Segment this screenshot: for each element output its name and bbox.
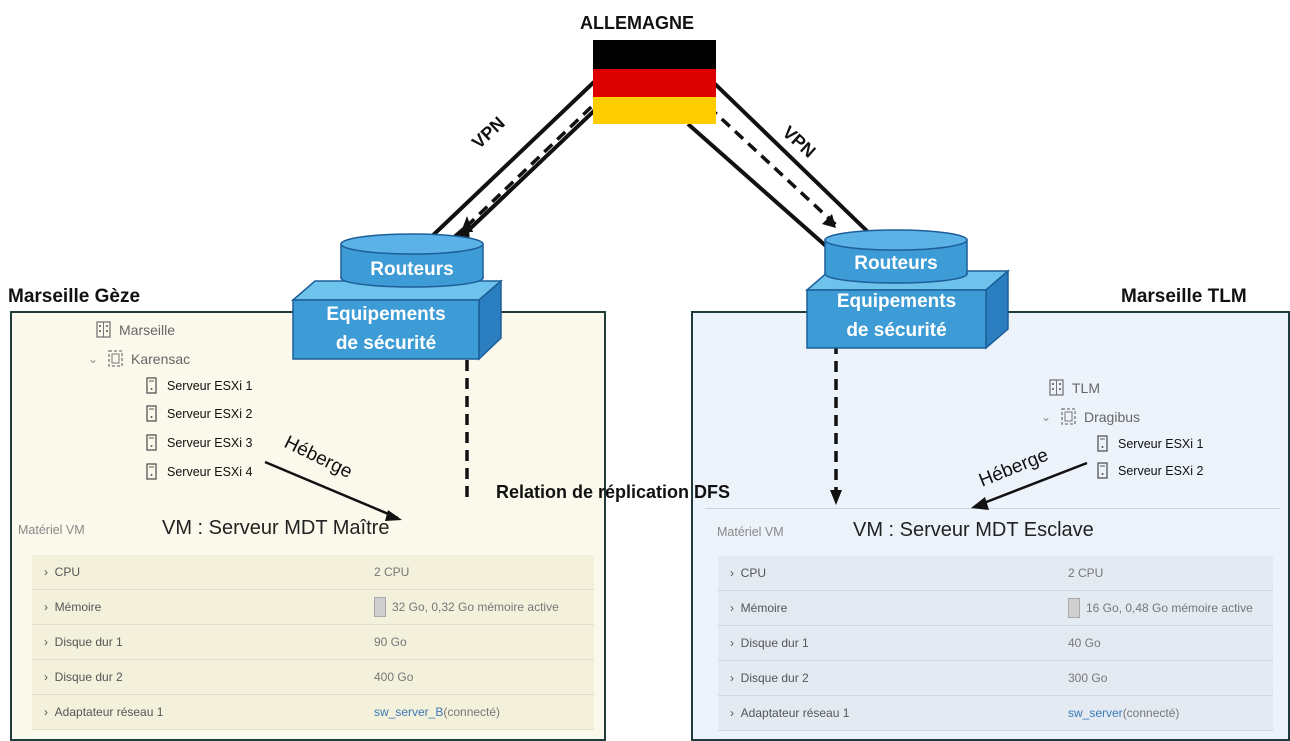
- right-site-title: Marseille TLM: [1121, 286, 1247, 307]
- tree-server-item[interactable]: Serveur ESXi 3: [144, 434, 252, 451]
- chevron-down-icon[interactable]: ⌄: [1041, 409, 1052, 424]
- vm-header-right: Matériel VM VM : Serveur MDT Esclave: [717, 519, 1094, 541]
- server-icon: [146, 434, 157, 451]
- hw-row-key: › Disque dur 1: [730, 636, 809, 650]
- hw-row-key: › Mémoire: [44, 600, 102, 614]
- tree-server-item[interactable]: Serveur ESXi 4: [144, 463, 252, 480]
- replication-arrowhead-diag: [822, 214, 836, 228]
- tree-cluster-label: Dragibus: [1084, 408, 1141, 425]
- hw-row-disk2[interactable]: › Disque dur 2 400 Go: [32, 660, 594, 695]
- security-label-left-line2: de sécurité: [335, 333, 437, 354]
- router-cylinder-left: [340, 233, 484, 288]
- hosts-arrow-right: [975, 461, 1088, 508]
- tree-root-right[interactable]: TLM: [1049, 379, 1100, 396]
- datacenter-icon: [1049, 379, 1064, 396]
- tree-server-label: Serveur ESXi 2: [1118, 463, 1204, 478]
- hosts-arrow-left: [264, 460, 399, 520]
- hw-row-key: › Adaptateur réseau 1: [44, 705, 164, 719]
- replication-arrowhead-up: [461, 216, 473, 232]
- hw-row-value: 90 Go: [374, 635, 407, 649]
- hw-row-key: › Disque dur 2: [730, 671, 809, 685]
- divider: [705, 508, 1280, 509]
- hw-row-value: 16 Go, 0,48 Go mémoire active: [1068, 598, 1253, 618]
- tree-cluster-right[interactable]: ⌄ Dragibus: [1041, 408, 1140, 425]
- vm-title: VM : Serveur MDT Esclave: [853, 519, 1094, 541]
- hw-row-value: 300 Go: [1068, 671, 1108, 685]
- hw-row-key: › Disque dur 2: [44, 670, 123, 684]
- security-label-right-line1: Equipements: [836, 291, 957, 312]
- security-label-right-line2: de sécurité: [846, 320, 947, 341]
- vm-title: VM : Serveur MDT Maître: [162, 517, 390, 539]
- memory-icon: [374, 597, 386, 617]
- tree-server-label: Serveur ESXi 1: [167, 378, 253, 393]
- hosts-arrowhead-left: [385, 510, 402, 521]
- tree-server-label: Serveur ESXi 2: [167, 406, 253, 421]
- tree-root-left[interactable]: Marseille: [96, 321, 175, 338]
- vm-hardware-table-right: › CPU 2 CPU › Mémoire 16 Go, 0,48 Go mém…: [718, 556, 1273, 731]
- security-equipment-box-left: [290, 279, 504, 361]
- network-link[interactable]: sw_server_B: [374, 705, 444, 719]
- replication-label: Relation de réplication DFS: [496, 482, 731, 502]
- tree-server-label: Serveur ESXi 1: [1118, 436, 1204, 451]
- router-label-right: Routeurs: [854, 253, 938, 274]
- hw-row-disk1[interactable]: › Disque dur 1 90 Go: [32, 625, 594, 660]
- hw-row-key: › Disque dur 1: [44, 635, 123, 649]
- country-label: ALLEMAGNE: [580, 13, 694, 33]
- hw-row-key: › Adaptateur réseau 1: [730, 706, 850, 720]
- hw-row-value: sw_server (connecté): [1068, 706, 1180, 720]
- hw-row-value: 32 Go, 0,32 Go mémoire active: [374, 597, 559, 617]
- hw-row-value: 2 CPU: [374, 565, 410, 579]
- left-site-title: Marseille Gèze: [8, 286, 141, 307]
- hw-row-value: 40 Go: [1068, 636, 1101, 650]
- hw-row-memory[interactable]: › Mémoire 16 Go, 0,48 Go mémoire active: [718, 591, 1273, 626]
- vm-hardware-table-left: › CPU 2 CPU › Mémoire 32 Go, 0,32 Go mém…: [32, 555, 594, 730]
- router-label-left: Routeurs: [370, 259, 454, 280]
- hw-row-memory[interactable]: › Mémoire 32 Go, 0,32 Go mémoire active: [32, 590, 594, 625]
- vm-section-label: Matériel VM: [717, 525, 784, 539]
- security-label-left-line1: Equipements: [326, 304, 446, 325]
- tree-cluster-left[interactable]: ⌄ Karensac: [88, 350, 190, 367]
- tree-root-label: TLM: [1072, 379, 1100, 396]
- server-icon: [1097, 462, 1108, 479]
- tree-root-label: Marseille: [119, 321, 176, 338]
- left-site-panel: Marseille ⌄ Karensac Serveur ESXi 1 Serv…: [10, 311, 606, 741]
- router-cylinder-right: [824, 229, 968, 284]
- network-link[interactable]: sw_server: [1068, 706, 1123, 720]
- vm-header-left: Matériel VM VM : Serveur MDT Maître: [18, 517, 389, 539]
- server-icon: [1097, 435, 1108, 452]
- replication-arrowhead-down: [830, 490, 842, 505]
- server-icon: [146, 377, 157, 394]
- germany-flag-icon: [593, 40, 716, 124]
- cluster-icon: [1061, 408, 1076, 425]
- vpn-tunnel-right: [686, 80, 870, 248]
- hw-row-key: › CPU: [730, 566, 767, 580]
- hw-row-disk2[interactable]: › Disque dur 2 300 Go: [718, 661, 1273, 696]
- vm-section-label: Matériel VM: [18, 523, 85, 537]
- tree-server-label: Serveur ESXi 4: [167, 464, 253, 479]
- tree-server-item[interactable]: Serveur ESXi 2: [144, 405, 252, 422]
- hw-row-cpu[interactable]: › CPU 2 CPU: [718, 556, 1273, 591]
- tree-server-label: Serveur ESXi 3: [167, 435, 253, 450]
- hw-row-value: sw_server_B (connecté): [374, 705, 501, 719]
- cluster-icon: [108, 350, 123, 367]
- memory-icon: [1068, 598, 1080, 618]
- tree-server-item[interactable]: Serveur ESXi 2: [1095, 462, 1203, 479]
- hw-row-key: › Mémoire: [730, 601, 788, 615]
- hosts-arrowhead-right: [971, 497, 989, 510]
- hw-row-value: 400 Go: [374, 670, 414, 684]
- hw-row-key: › CPU: [44, 565, 81, 579]
- tree-cluster-label: Karensac: [131, 350, 191, 367]
- server-icon: [146, 463, 157, 480]
- server-icon: [146, 405, 157, 422]
- hw-row-value: 2 CPU: [1068, 566, 1104, 580]
- chevron-down-icon[interactable]: ⌄: [88, 351, 99, 366]
- tree-server-item[interactable]: Serveur ESXi 1: [1095, 435, 1203, 452]
- hw-row-cpu[interactable]: › CPU 2 CPU: [32, 555, 594, 590]
- datacenter-icon: [96, 321, 111, 338]
- tree-server-item[interactable]: Serveur ESXi 1: [144, 377, 252, 394]
- hw-row-disk1[interactable]: › Disque dur 1 40 Go: [718, 626, 1273, 661]
